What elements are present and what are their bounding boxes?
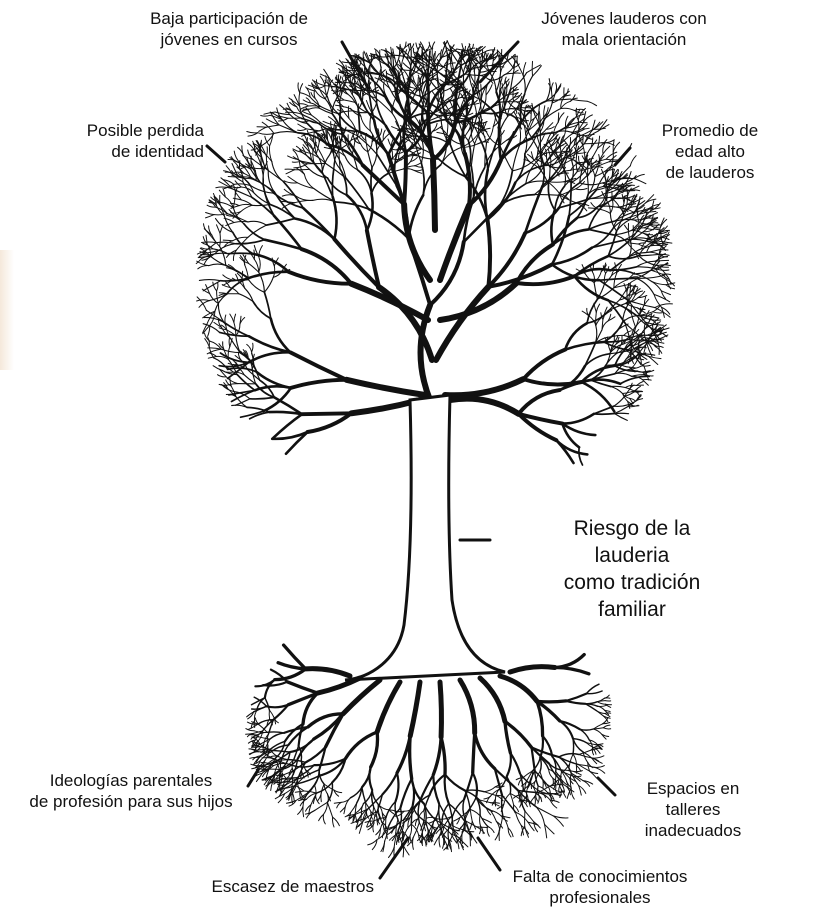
root-label-parental-ideologies: Ideologías parentales de profesión para … bbox=[29, 770, 232, 812]
root-label-shortage-of-masters: Escasez de maestros bbox=[211, 876, 374, 897]
branch-label-high-average-age: Promedio de edad alto de lauderos bbox=[654, 120, 766, 183]
trunk-label-central-problem: Riesgo de la lauderia como tradición fam… bbox=[537, 515, 727, 623]
branch-label-low-youth-participation: Baja participación de jóvenes en cursos bbox=[150, 8, 308, 50]
root-label-inadequate-workshops: Espacios en talleres inadecuados bbox=[629, 778, 758, 841]
branch-label-identity-loss: Posible perdida de identidad bbox=[87, 120, 204, 162]
tree-trunk bbox=[345, 395, 505, 680]
branch-label-misoriented-young-luthiers: Jóvenes lauderos con mala orientación bbox=[541, 8, 706, 50]
root-label-lack-of-professional-knowledge: Falta de conocimientos profesionales bbox=[513, 866, 688, 908]
